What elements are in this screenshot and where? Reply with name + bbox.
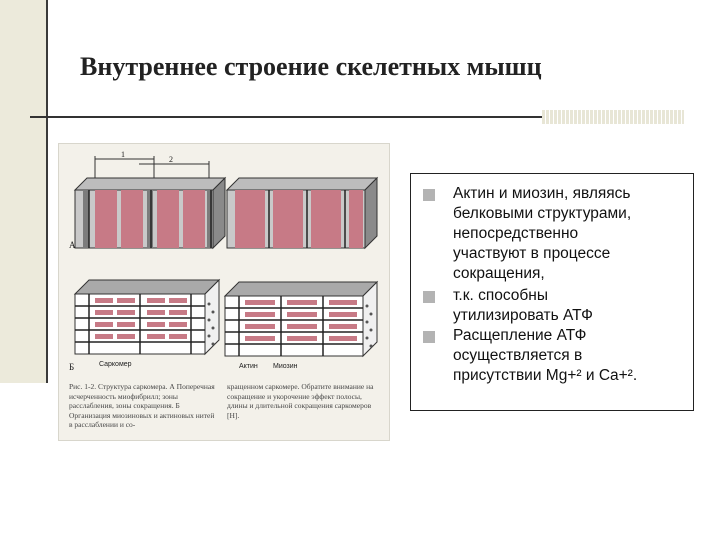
label-actin: Актин — [239, 363, 258, 370]
panel-label-b: Б — [69, 362, 74, 372]
sarcomere-contracted — [223, 280, 379, 358]
panel-label-a: А — [69, 240, 76, 250]
label-myosin: Миозин — [273, 363, 298, 370]
bullet-text-3: Расщепление АТФ осуществляется в присутс… — [453, 327, 638, 384]
dim-label-2: 2 — [169, 155, 173, 164]
figure-caption-left: Рис. 1-2. Структура саркомера. А Попереч… — [69, 382, 215, 429]
title-underline — [30, 116, 682, 118]
left-decorative-band — [0, 0, 46, 383]
label-sarcomere: Саркомер — [99, 361, 132, 368]
bullet-text-2: т.к. способны утилизировать АТФ — [453, 287, 593, 324]
bullet-marker-2 — [423, 291, 435, 303]
bullet-marker-3 — [423, 331, 435, 343]
sarcomere-illustration: 1 2 — [69, 150, 379, 372]
sarcomere-figure: 1 2 — [58, 143, 390, 441]
left-vertical-rule — [46, 0, 48, 383]
dim-label-1: 1 — [121, 150, 125, 159]
bullet-marker-1 — [423, 189, 435, 201]
title-underline-pattern — [542, 110, 684, 124]
bullet-textbox: Актин и миозин, являясь белковыми структ… — [410, 173, 694, 411]
bullet-text-1: Актин и миозин, являясь белковыми структ… — [453, 185, 632, 282]
figure-caption-right: кращенном саркомере. Обратите внимание н… — [227, 382, 374, 420]
sarcomere-relaxed — [73, 278, 221, 356]
myofibril-contracted — [225, 176, 379, 250]
slide-title: Внутреннее строение скелетных мышц — [80, 52, 542, 81]
myofibril-relaxed — [73, 176, 227, 250]
